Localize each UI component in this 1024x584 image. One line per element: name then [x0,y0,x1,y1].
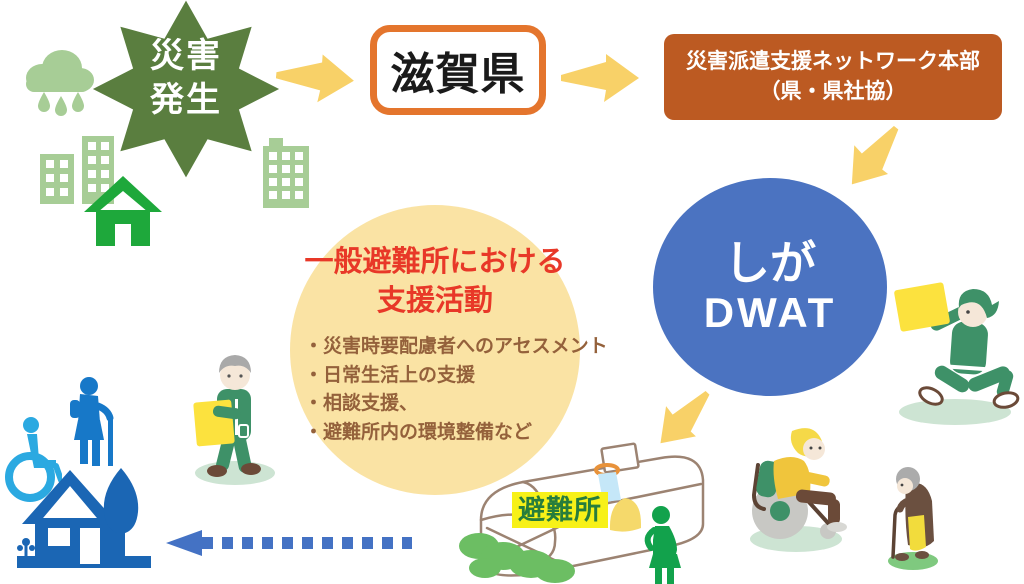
activities-list: ・災害時要配慮者へのアセスメント ・日常生活上の支援 ・相談支援、 ・避難所内の… [304,333,608,447]
porter-illustration [887,272,1024,432]
disaster-label-line1: 災害 [150,37,222,75]
prefecture-label: 滋賀県 [390,50,526,99]
disaster-label-line2: 発生 [150,81,222,120]
activities-circle: 一般避難所における 支援活動 ・災害時要配慮者へのアセスメント ・日常生活上の支… [290,205,608,495]
activities-title: 一般避難所における 支援活動 [290,243,580,321]
green-house-icon [84,176,162,246]
city-building-right-icon [263,138,309,208]
arrow-dwat-to-shelter-icon [660,390,710,444]
activity-item: ・相談支援、 [304,393,419,414]
network-hq-line1: 災害派遣支援ネットワーク本部 [686,49,980,73]
home-with-tree-icon [17,468,151,568]
network-hq-line2: （県・県社協） [759,80,907,103]
disaster-starburst [92,0,280,178]
return-dashed-arrow-icon [166,530,412,556]
care-worker-illustration [183,343,285,490]
pregnant-woman-icon [644,506,681,584]
activity-item: ・避難所内の環境整備など [304,421,533,443]
activities-title-line1: 一般避難所における [304,246,566,278]
prefecture-box: 滋賀県 [370,25,546,115]
rain-cloud-icon [26,50,94,116]
elderly-woman-icon [888,467,938,570]
arrow-prefecture-to-network-icon [561,54,639,102]
senior-with-cane-icon [70,377,114,466]
dwat-label-line1: しが [724,236,816,289]
wheelchair-user-illustration [740,421,854,557]
care-worker-icon [193,355,275,485]
arrow-disaster-to-prefecture-icon [275,54,354,103]
shelter-label: 避難所 [512,492,608,529]
dwat-label-line2: DWAT [703,289,837,337]
activity-item: ・日常生活上の支援 [304,364,476,386]
arrow-network-to-dwat-icon [851,125,899,185]
porter-icon [894,282,1020,425]
wheelchair-user-icon [750,428,847,552]
elderly-woman-illustration [884,457,942,573]
dwat-circle: しが DWAT [653,178,887,396]
network-hq-box: 災害派遣支援ネットワーク本部 （県・県社協） [664,34,1002,120]
wheelchair-accessibility-icon [5,417,62,502]
activities-title-line2: 支援活動 [376,285,493,318]
activity-item: ・災害時要配慮者へのアセスメント [304,336,608,357]
disaster-label: 災害 発生 [88,34,284,122]
